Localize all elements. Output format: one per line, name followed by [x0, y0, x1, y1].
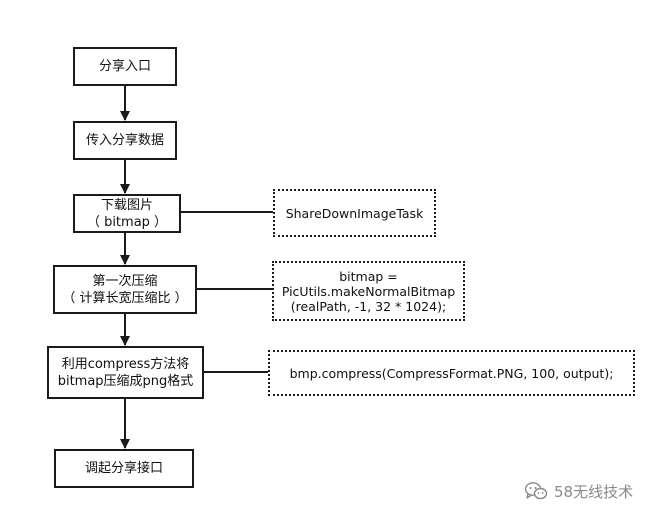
step-first-compression: 第一次压缩（ 计算长宽压缩比 ）	[53, 265, 197, 314]
label-line: bitmap压缩成png格式	[57, 373, 194, 389]
label-line: （ 计算长宽压缩比 ）	[62, 290, 188, 306]
note-bmp-compress-call: bmp.compress(CompressFormat.PNG, 100, ou…	[268, 350, 635, 396]
label-line: bmp.compress(CompressFormat.PNG, 100, ou…	[289, 365, 614, 381]
note-make-normal-bitmap: bitmap =PicUtils.makeNormalBitmap(realPa…	[272, 261, 465, 321]
label-line: PicUtils.makeNormalBitmap	[281, 283, 456, 299]
label-line: ShareDownImageTask	[285, 205, 424, 221]
step-share-entry: 分享入口	[73, 47, 177, 86]
label-line: （ bitmap ）	[86, 214, 168, 230]
label-line: 利用compress方法将	[61, 356, 190, 372]
label-line: 下载图片	[100, 197, 153, 213]
label-line: 第一次压缩	[92, 273, 158, 289]
step-download-image: 下载图片（ bitmap ）	[73, 194, 181, 233]
label-line: 传入分享数据	[85, 133, 164, 148]
label-line: 调起分享接口	[84, 461, 163, 476]
note-share-down-image-task: ShareDownImageTask	[273, 189, 436, 237]
step-invoke-share-api: 调起分享接口	[54, 449, 194, 488]
label-line: (realPath, -1, 32 * 1024);	[290, 298, 447, 314]
wechat-icon	[524, 482, 548, 500]
label-line: bitmap =	[339, 268, 398, 284]
label-line: 分享入口	[98, 59, 151, 74]
watermark: 58无线技术	[524, 476, 633, 506]
step-pass-share-data: 传入分享数据	[73, 121, 177, 160]
watermark-text: 58无线技术	[554, 482, 634, 501]
